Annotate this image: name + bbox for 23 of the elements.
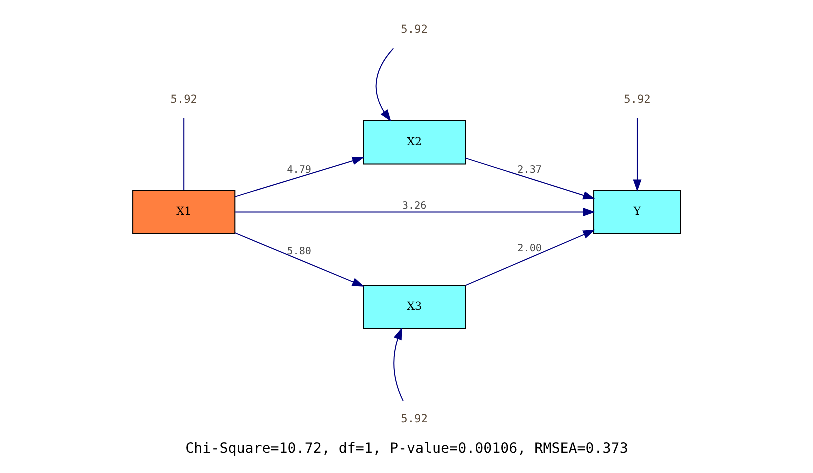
arrow [375, 48, 394, 122]
edge-label: 3.26 [402, 201, 426, 212]
arrow [465, 158, 595, 200]
node-text: 5.92 [170, 92, 197, 106]
arrow [234, 156, 364, 198]
edge-label: 2.37 [517, 164, 542, 176]
edge-label: 2.00 [517, 244, 542, 255]
node-text: 5.92 [400, 412, 428, 426]
node-box: Y [593, 190, 681, 234]
arrow [235, 208, 596, 216]
arrow [632, 118, 642, 192]
node-box: X2 [362, 120, 466, 165]
caption: Chi-Square=10.72, df=1, P-value=0.00106, RMSEA=0.373 [185, 441, 628, 458]
node-box: X1 [132, 190, 236, 234]
edge-label: 4.79 [286, 164, 311, 176]
node-text: 5.92 [624, 92, 650, 106]
node-text: 5.92 [400, 23, 428, 36]
arrow [393, 328, 404, 402]
arrow [234, 232, 364, 287]
arrow [465, 230, 595, 286]
edge-label: 5.80 [286, 246, 311, 258]
connector [183, 118, 184, 190]
node-box: X3 [362, 285, 466, 330]
